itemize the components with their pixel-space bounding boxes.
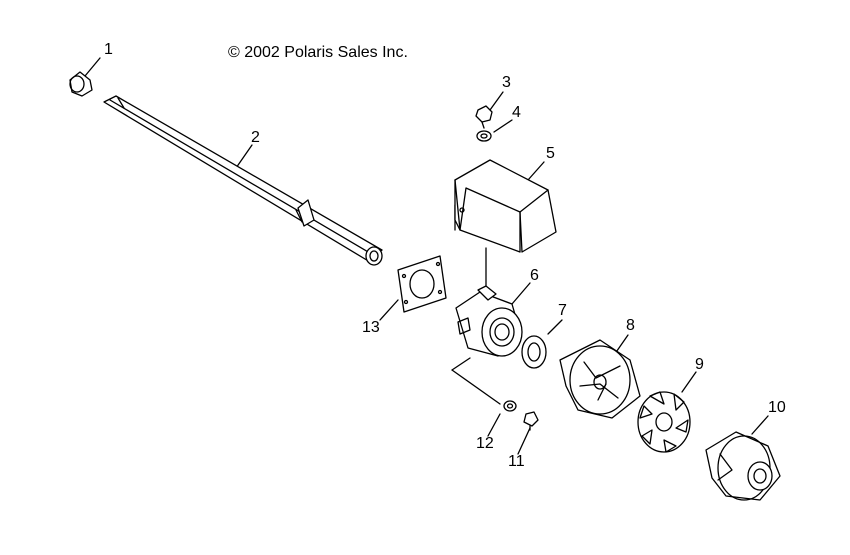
callout-1: 1 [104, 41, 113, 58]
part-4-washer [476, 130, 492, 142]
part-9-flex-spider [637, 391, 691, 453]
callout-7: 7 [558, 302, 567, 319]
callout-5: 5 [546, 145, 555, 162]
part-13-gasket [397, 255, 447, 313]
callout-10: 10 [768, 399, 786, 416]
callout-2: 2 [251, 129, 260, 146]
part-1-end-cap [69, 71, 93, 97]
part-6-bearing-housing [455, 285, 523, 357]
part-5-cover [454, 159, 557, 253]
part-12-nut [503, 400, 517, 412]
callout-11: 11 [508, 453, 525, 470]
part-7-seal [521, 335, 547, 369]
part-10-coupler-hub [705, 431, 781, 501]
part-2-drive-shaft [103, 95, 383, 266]
callout-4: 4 [512, 104, 521, 121]
part-8-coupler [559, 339, 641, 419]
callout-12: 12 [476, 435, 494, 452]
callout-6: 6 [530, 267, 539, 284]
part-11-screw [523, 411, 539, 431]
callout-3: 3 [502, 74, 511, 91]
copyright-notice: © 2002 Polaris Sales Inc. [228, 44, 408, 61]
part-3-bolt [475, 105, 493, 129]
callout-9: 9 [695, 356, 704, 373]
callout-13: 13 [362, 319, 380, 336]
callout-8: 8 [626, 317, 635, 334]
